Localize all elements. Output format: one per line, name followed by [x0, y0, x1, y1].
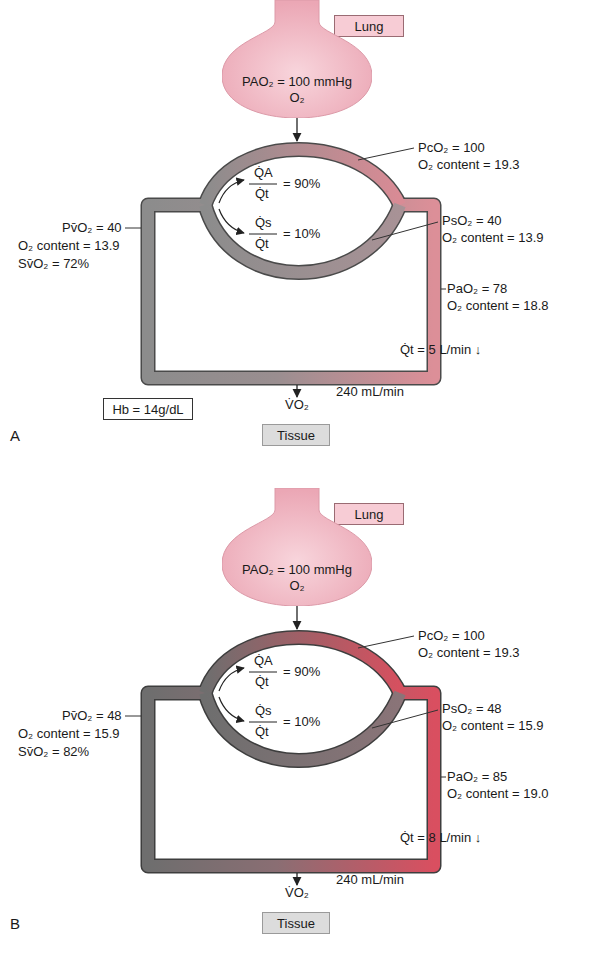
flow-arrow: [219, 668, 244, 691]
lung-shape: PAO₂ = 100 mmHgO₂: [222, 488, 372, 606]
fraction-bar: [249, 184, 277, 185]
circulation-loop: [148, 693, 434, 866]
oxygen-uptake-value: 240 mL/min: [336, 872, 404, 888]
organ-label-box: Lung: [334, 15, 404, 37]
leader-line: [372, 222, 438, 240]
cardiac-output: Q̇t = 5 L/min ↓: [400, 342, 481, 358]
panel-letter: A: [10, 428, 20, 444]
leader-line: [358, 636, 414, 648]
shunt-numerator: Q̇s: [255, 703, 272, 719]
panel-letter: B: [10, 916, 20, 932]
arterial-po2: PaO₂ = 78: [447, 281, 507, 297]
flow-arrow: [219, 209, 244, 233]
node-text: Lung: [355, 507, 384, 522]
shunt-content: O₂ content = 15.9: [442, 718, 544, 734]
vessel-outline: [205, 693, 400, 761]
alveolar-capillary: [205, 150, 400, 206]
tissue-box: Tissue: [262, 912, 330, 934]
fraction-bar: [249, 234, 277, 235]
venous-saturation: Sv̄O₂ = 72%: [18, 256, 89, 272]
vessel-outline: [205, 205, 400, 273]
node-text: Lung: [355, 19, 384, 34]
node-text: Hb = 14g/dL: [112, 402, 183, 417]
flow-arrow: [219, 697, 244, 721]
capillary-content: O₂ content = 19.3: [418, 157, 520, 173]
capillary-po2: PcO₂ = 100: [418, 628, 485, 644]
cardiac-output: Q̇t = 8 L/min ↓: [400, 830, 481, 846]
hemoglobin-box: Hb = 14g/dL: [103, 398, 193, 420]
shunt-numerator: Q̇s: [255, 215, 272, 231]
shunt-po2: PsO₂ = 48: [442, 701, 502, 717]
vessel-outline: [205, 638, 400, 694]
circulation-loop: [148, 205, 434, 378]
oxygen-uptake: V̇O₂: [285, 397, 309, 413]
shunt-vessel: [205, 205, 400, 273]
oxygen-arrow: [296, 606, 297, 629]
vessel-outline: [148, 205, 434, 378]
leader-line: [372, 710, 438, 728]
organ-label-box: Lung: [334, 503, 404, 525]
flow-denominator: Q̇t: [255, 674, 269, 690]
shunt-denominator: Q̇t: [255, 724, 269, 740]
vessel-outline: [205, 150, 400, 206]
shunt-fraction: = 10%: [283, 714, 320, 730]
venous-po2: Pv̄O₂ = 40: [62, 220, 122, 236]
flow-numerator: Q̇A: [254, 165, 273, 181]
shunt-vessel: [205, 693, 400, 761]
node-text: O₂: [222, 578, 372, 594]
node-text: O₂: [222, 90, 372, 106]
venous-saturation: Sv̄O₂ = 82%: [18, 744, 89, 760]
shunt-fraction: = 10%: [283, 226, 320, 242]
leader-line: [441, 289, 446, 290]
lung-body: [222, 488, 372, 606]
flow-denominator: Q̇t: [255, 186, 269, 202]
node-text: PAO₂ = 100 mmHg: [222, 562, 372, 578]
lung-shape: PAO₂ = 100 mmHgO₂: [222, 0, 372, 118]
lung-body: [222, 0, 372, 118]
arterial-po2: PaO₂ = 85: [447, 769, 507, 785]
node-text: PAO₂ = 100 mmHg: [222, 74, 372, 90]
flow-numerator: Q̇A: [254, 653, 273, 669]
fraction-bar: [249, 722, 277, 723]
leader-line: [358, 148, 414, 160]
flow-fraction: = 90%: [283, 176, 320, 192]
node-text: Tissue: [277, 428, 315, 443]
leader-line: [125, 228, 141, 229]
venous-content: O₂ content = 13.9: [18, 238, 120, 254]
flow-fraction: = 90%: [283, 664, 320, 680]
arterial-content: O₂ content = 19.0: [447, 786, 549, 802]
leader-line: [441, 777, 446, 778]
uptake-arrow: [296, 873, 297, 885]
capillary-content: O₂ content = 19.3: [418, 645, 520, 661]
panel-a-art: [125, 118, 446, 397]
shunt-content: O₂ content = 13.9: [442, 230, 544, 246]
vessel-outline: [148, 693, 434, 866]
shunt-denominator: Q̇t: [255, 236, 269, 252]
tissue-box: Tissue: [262, 424, 330, 446]
panel-b-art: [125, 606, 446, 885]
node-text: Tissue: [277, 916, 315, 931]
arterial-content: O₂ content = 18.8: [447, 298, 549, 314]
oxygen-uptake: V̇O₂: [285, 885, 309, 901]
oxygen-arrow: [296, 118, 297, 141]
venous-content: O₂ content = 15.9: [18, 726, 120, 742]
alveolar-capillary: [205, 638, 400, 694]
venous-po2: Pv̄O₂ = 48: [62, 708, 122, 724]
shunt-po2: PsO₂ = 40: [442, 213, 502, 229]
oxygen-uptake-value: 240 mL/min: [336, 384, 404, 400]
uptake-arrow: [296, 385, 297, 397]
capillary-po2: PcO₂ = 100: [418, 140, 485, 156]
leader-line: [125, 716, 141, 717]
fraction-bar: [249, 672, 277, 673]
flow-arrow: [219, 180, 244, 203]
